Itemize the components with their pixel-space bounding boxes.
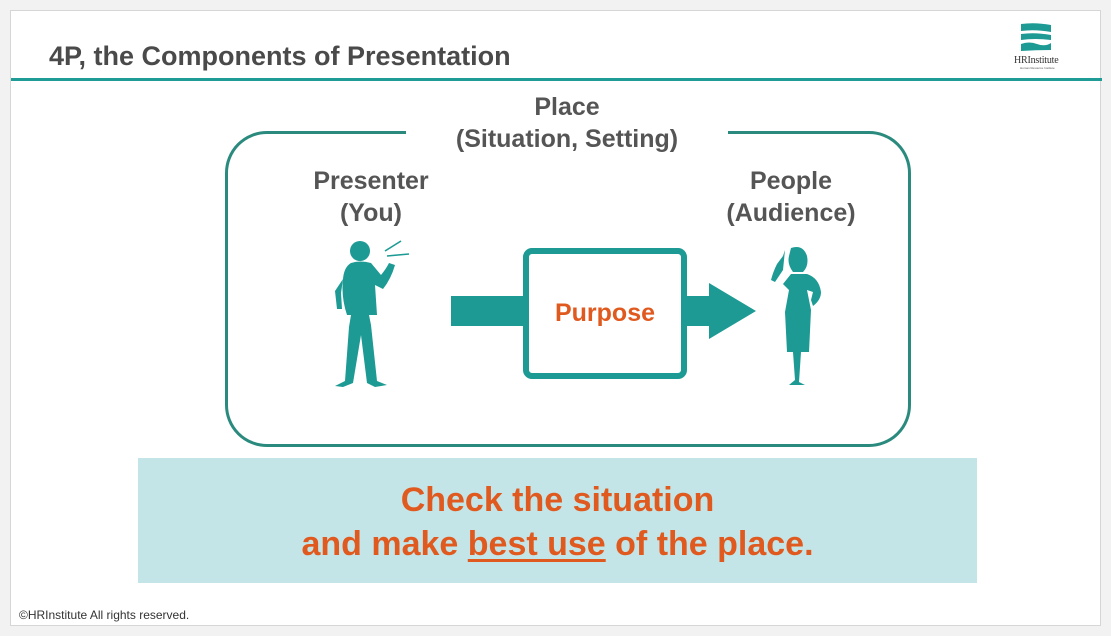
key-message-line2-prefix: and make: [301, 525, 468, 563]
logo-tagline: Human Resource Institute: [1020, 66, 1055, 70]
key-message-line2: and make best use of the place.: [138, 522, 977, 566]
key-message-line1: Check the situation: [400, 481, 715, 519]
presenter-label: Presenter (You): [281, 165, 461, 229]
speaking-man-silhouette-icon: [335, 240, 410, 387]
title-divider: [11, 78, 1102, 81]
listening-woman-silhouette-icon: [771, 247, 821, 385]
key-message-emphasis: best use: [467, 525, 606, 563]
place-label-line2: (Situation, Setting): [455, 125, 679, 153]
purpose-label: Purpose: [554, 299, 656, 327]
place-label: Place (Situation, Setting): [411, 91, 723, 155]
people-label: People (Audience): [701, 165, 881, 229]
purpose-box: Purpose: [523, 248, 687, 379]
place-label-line1: Place: [534, 93, 600, 121]
place-frame-gap: [406, 123, 728, 137]
copyright-footer: ©HRInstitute All rights reserved.: [19, 608, 190, 622]
slide: 4P, the Components of Presentation HRIns…: [10, 10, 1102, 626]
hrinstitute-logo-icon: [1021, 23, 1051, 51]
people-label-line2: (Audience): [726, 199, 856, 227]
slide-title: 4P, the Components of Presentation: [49, 41, 511, 71]
logo-wordmark: HRInstitute: [1014, 55, 1059, 66]
presenter-label-line1: Presenter: [313, 167, 429, 195]
key-message-line2-suffix: of the place.: [605, 525, 814, 563]
key-message-box: Check the situation and make best use of…: [138, 458, 977, 583]
presenter-label-line2: (You): [339, 199, 402, 227]
people-label-line1: People: [750, 167, 832, 195]
